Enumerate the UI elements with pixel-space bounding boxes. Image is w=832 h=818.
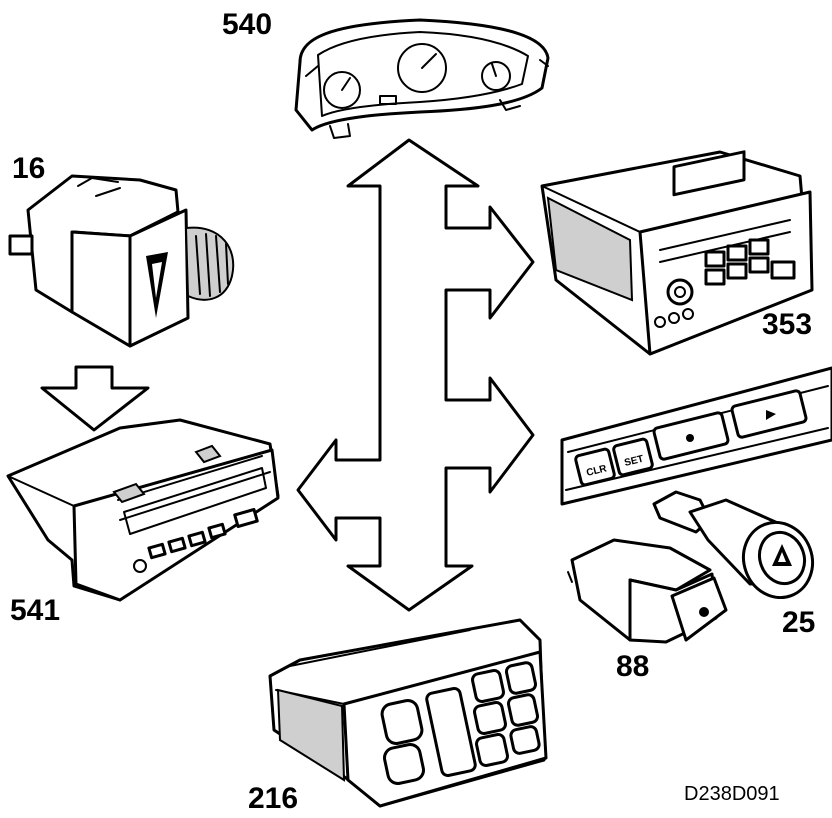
hazard-switch	[8, 174, 235, 348]
label-540: 540	[222, 8, 272, 41]
sid-display	[6, 418, 280, 602]
label-216: 216	[248, 782, 298, 815]
fog-light-switch	[567, 538, 728, 644]
climate-control-unit	[268, 618, 548, 808]
clr-button-text: CLR	[585, 463, 608, 479]
label-16: 16	[12, 152, 45, 185]
label-88: 88	[616, 650, 649, 683]
connection-arrows	[296, 138, 535, 612]
cigarette-lighter	[652, 490, 814, 600]
label-541: 541	[10, 594, 60, 627]
drawing-code: D238D091	[684, 783, 780, 805]
label-25: 25	[782, 606, 815, 639]
set-button-text: SET	[623, 454, 645, 469]
instrument-cluster	[294, 18, 550, 139]
down-arrow	[40, 365, 150, 432]
label-353: 353	[762, 308, 812, 341]
cruise-control-buttons: CLR SET	[560, 366, 832, 506]
radio-unit	[540, 150, 814, 356]
